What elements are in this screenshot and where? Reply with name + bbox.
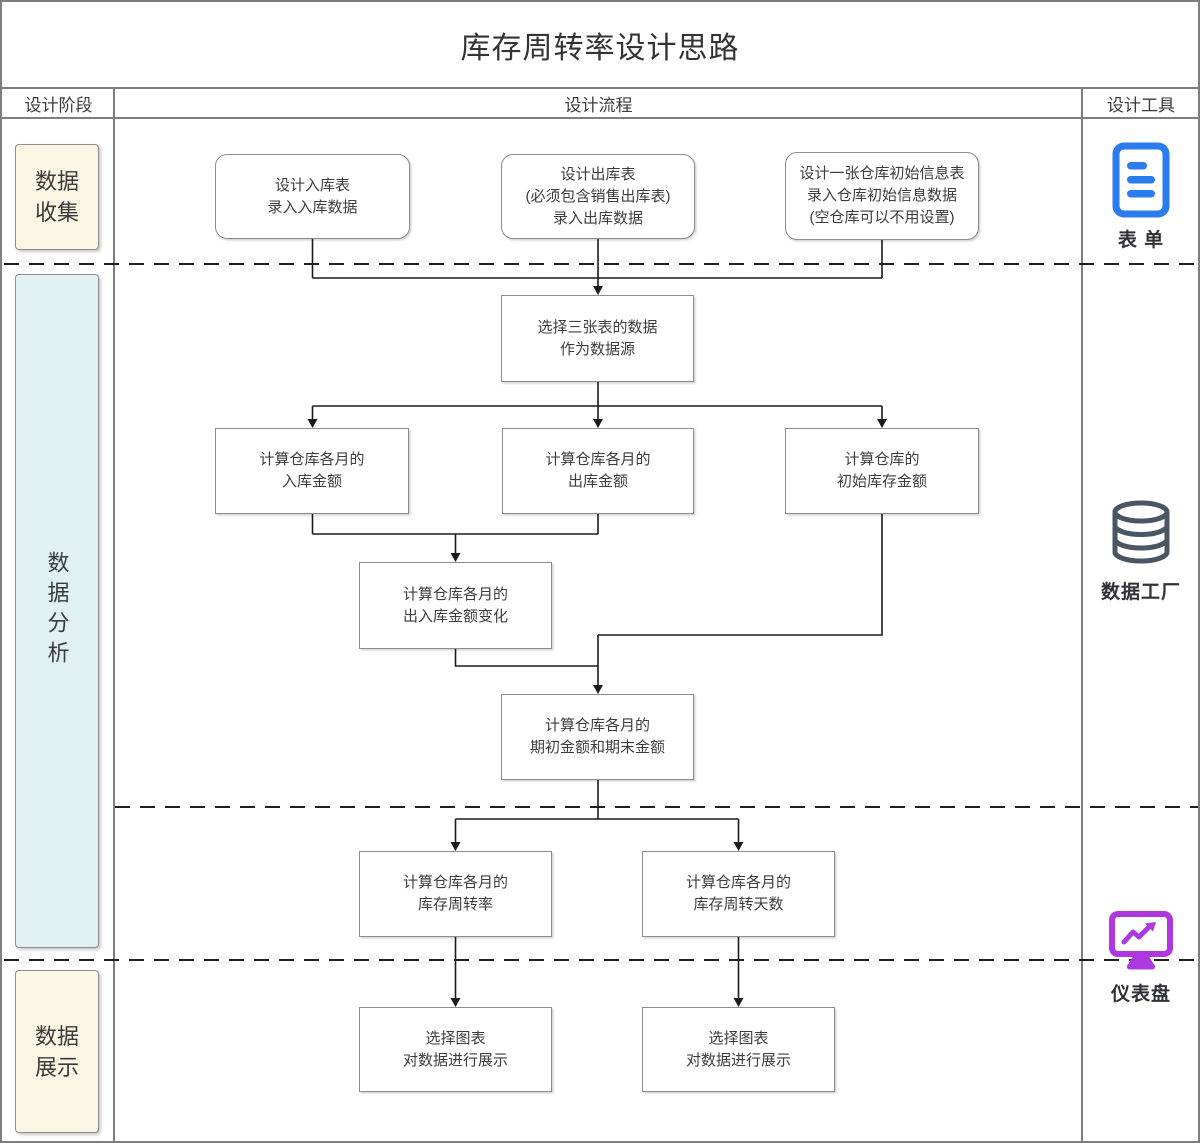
- phase-label-line: 数据: [34, 169, 79, 194]
- node-line: 对数据进行展示: [402, 1051, 508, 1069]
- node-line: 期初金额和期末金额: [529, 739, 665, 756]
- flow-node-design-outbound-table: 设计出库表 (必须包含销售出库表) 录入出库数据: [501, 154, 695, 239]
- flow-node-calc-inout-amount-change: 计算仓库各月的 出入库金额变化: [359, 562, 552, 649]
- header-design-flow: 设计流程: [564, 95, 633, 115]
- phase-label: 数据分析: [44, 551, 70, 671]
- tool-dashboard: 仪表盘: [1082, 910, 1198, 1006]
- phase-data-collection: 数据 收集: [15, 144, 99, 250]
- tool-label: 数据工厂: [1100, 582, 1181, 603]
- node-line: 设计一张仓库初始信息表: [799, 165, 965, 182]
- flow-node-calc-initial-stock-amount: 计算仓库的 初始库存金额: [785, 428, 979, 514]
- flow-node-calc-inbound-amount: 计算仓库各月的 入库金额: [215, 428, 409, 514]
- phase-label-line: 展示: [34, 1054, 79, 1080]
- dashboard-icon: [1109, 911, 1173, 970]
- node-line: (必须包含销售出库表): [525, 187, 671, 205]
- tool-column-divider: [1081, 87, 1083, 1141]
- phase-data-display: 数据 展示: [15, 970, 99, 1133]
- node-line: 入库金额: [281, 473, 342, 490]
- flow-node-design-warehouse-init-table: 设计一张仓库初始信息表 录入仓库初始信息数据 (空仓库可以不用设置): [785, 152, 979, 240]
- node-line: 计算仓库各月的: [402, 874, 508, 891]
- header-row: 设计阶段 设计流程 设计工具: [2, 87, 1198, 119]
- stage-column-divider: [113, 87, 115, 1141]
- node-line: (空仓库可以不用设置): [809, 209, 955, 226]
- node-line: 选择三张表的数据: [537, 318, 658, 336]
- node-line: 计算仓库各月的: [685, 874, 791, 891]
- form-icon: [1112, 142, 1170, 218]
- tool-data-factory: 数据工厂: [1082, 500, 1198, 604]
- flow-node-chart-display-days: 选择图表 对数据进行展示: [642, 1007, 835, 1092]
- flow-node-calc-turnover-days: 计算仓库各月的 库存周转天数: [642, 851, 835, 937]
- title-row: 库存周转率设计思路: [2, 2, 1198, 87]
- node-line: 出入库金额变化: [402, 607, 508, 625]
- database-icon: [1112, 500, 1170, 564]
- tool-form: 表 单: [1082, 142, 1198, 252]
- node-line: 选择图表: [708, 1029, 769, 1047]
- node-line: 设计入库表: [274, 176, 350, 194]
- flow-node-chart-display-rate: 选择图表 对数据进行展示: [359, 1007, 552, 1092]
- flow-node-calc-outbound-amount: 计算仓库各月的 出库金额: [502, 428, 694, 514]
- node-line: 对数据进行展示: [685, 1051, 791, 1069]
- flow-node-calc-turnover-rate: 计算仓库各月的 库存周转率: [359, 851, 552, 937]
- node-line: 计算仓库各月的: [402, 585, 508, 603]
- node-line: 录入出库数据: [552, 209, 643, 227]
- node-line: 计算仓库各月的: [545, 451, 651, 468]
- header-design-tool: 设计工具: [1107, 95, 1175, 115]
- header-design-stage: 设计阶段: [24, 95, 93, 115]
- phase-data-analysis: 数据分析: [15, 274, 99, 948]
- node-line: 计算仓库各月的: [259, 451, 365, 468]
- node-line: 出库金额: [567, 473, 628, 490]
- tool-label: 表 单: [1117, 230, 1165, 251]
- node-line: 计算仓库的: [844, 451, 920, 468]
- node-line: 录入入库数据: [267, 198, 358, 216]
- node-line: 作为数据源: [559, 340, 635, 358]
- phase-label-line: 收集: [34, 200, 79, 225]
- node-line: 初始库存金额: [836, 473, 927, 490]
- flow-node-select-data-source: 选择三张表的数据 作为数据源: [501, 295, 694, 382]
- node-line: 计算仓库各月的: [544, 717, 650, 734]
- flow-node-calc-period-start-end-amount: 计算仓库各月的 期初金额和期末金额: [501, 694, 694, 780]
- flow-node-design-inbound-table: 设计入库表 录入入库数据: [215, 154, 410, 239]
- node-line: 录入仓库初始信息数据: [806, 187, 957, 204]
- tool-label: 仪表盘: [1110, 984, 1171, 1005]
- page-title: 库存周转率设计思路: [460, 31, 740, 65]
- node-line: 选择图表: [425, 1029, 486, 1047]
- node-line: 设计出库表: [560, 165, 636, 183]
- node-line: 库存周转率: [417, 896, 493, 913]
- phase-label-line: 数据: [34, 1023, 79, 1049]
- node-line: 库存周转天数: [693, 896, 784, 913]
